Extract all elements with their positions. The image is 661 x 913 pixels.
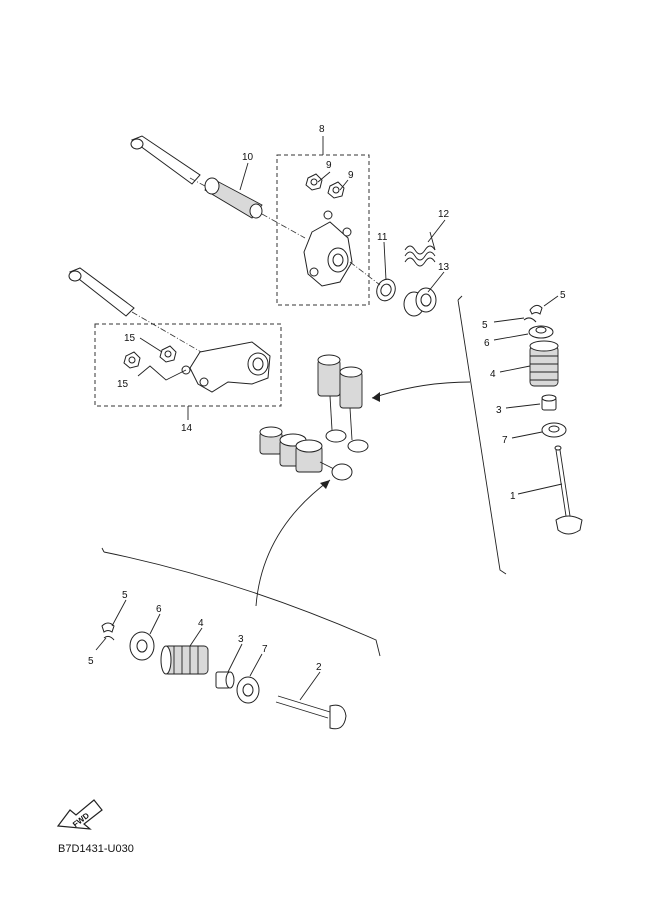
lower-retainer-6 — [129, 631, 155, 661]
lower-seal-3 — [215, 671, 235, 689]
lower-cotter-5 — [101, 622, 115, 641]
lower-valve-2 — [275, 695, 347, 730]
callout-15b: 15 — [117, 379, 129, 390]
torsion-spring-12 — [404, 219, 446, 267]
lower-seat-7 — [236, 676, 260, 704]
spring-collar-13 — [403, 271, 445, 317]
callout-lower-4: 4 — [198, 618, 204, 629]
callout-lower-2: 2 — [316, 662, 322, 673]
fwd-arrow-icon: FWD — [56, 799, 103, 830]
callout-right-3: 3 — [496, 405, 502, 416]
assembled-valves-intake — [259, 426, 353, 481]
callout-lower-6: 6 — [156, 604, 162, 615]
callout-right-1: 1 — [510, 491, 516, 502]
callout-8: 8 — [319, 124, 325, 135]
drawing-code: B7D1431-U030 — [58, 843, 134, 855]
callout-12: 12 — [438, 209, 450, 220]
callout-lower-5b: 5 — [88, 656, 94, 667]
callout-lower-7: 7 — [262, 644, 268, 655]
rocker-shaft-lower — [68, 267, 216, 361]
callout-right-6: 6 — [484, 338, 490, 349]
right-retainer-6 — [528, 325, 554, 339]
rocker-arm-lower — [181, 341, 271, 393]
nut-15b — [123, 351, 141, 369]
callout-right-5b: 5 — [482, 320, 488, 331]
right-spring-4 — [529, 340, 559, 387]
callout-lower-5a: 5 — [122, 590, 128, 601]
washer-11 — [376, 241, 396, 302]
right-seal-3 — [541, 394, 557, 411]
nut-15a — [159, 345, 177, 363]
callout-9a: 9 — [326, 160, 332, 171]
callout-13: 13 — [438, 262, 450, 273]
callout-lower-3: 3 — [238, 634, 244, 645]
rocker-arm-upper — [303, 210, 353, 287]
right-seat-7 — [541, 422, 567, 438]
callout-right-7: 7 — [502, 435, 508, 446]
nut-9a — [305, 173, 323, 191]
nut-9b — [327, 181, 345, 199]
callout-9b: 9 — [348, 170, 354, 181]
right-cotter-5 — [523, 304, 543, 323]
callout-15a: 15 — [124, 333, 136, 344]
callout-11: 11 — [377, 232, 388, 243]
callout-10: 10 — [242, 152, 254, 163]
callout-right-4: 4 — [490, 369, 496, 380]
right-valve-1 — [554, 445, 583, 535]
callout-14: 14 — [181, 423, 193, 434]
rocker-shaft-upper — [130, 135, 306, 239]
callout-right-5a: 5 — [560, 290, 566, 301]
lower-spring-4 — [160, 645, 209, 675]
assembled-valves-exhaust — [317, 354, 369, 453]
